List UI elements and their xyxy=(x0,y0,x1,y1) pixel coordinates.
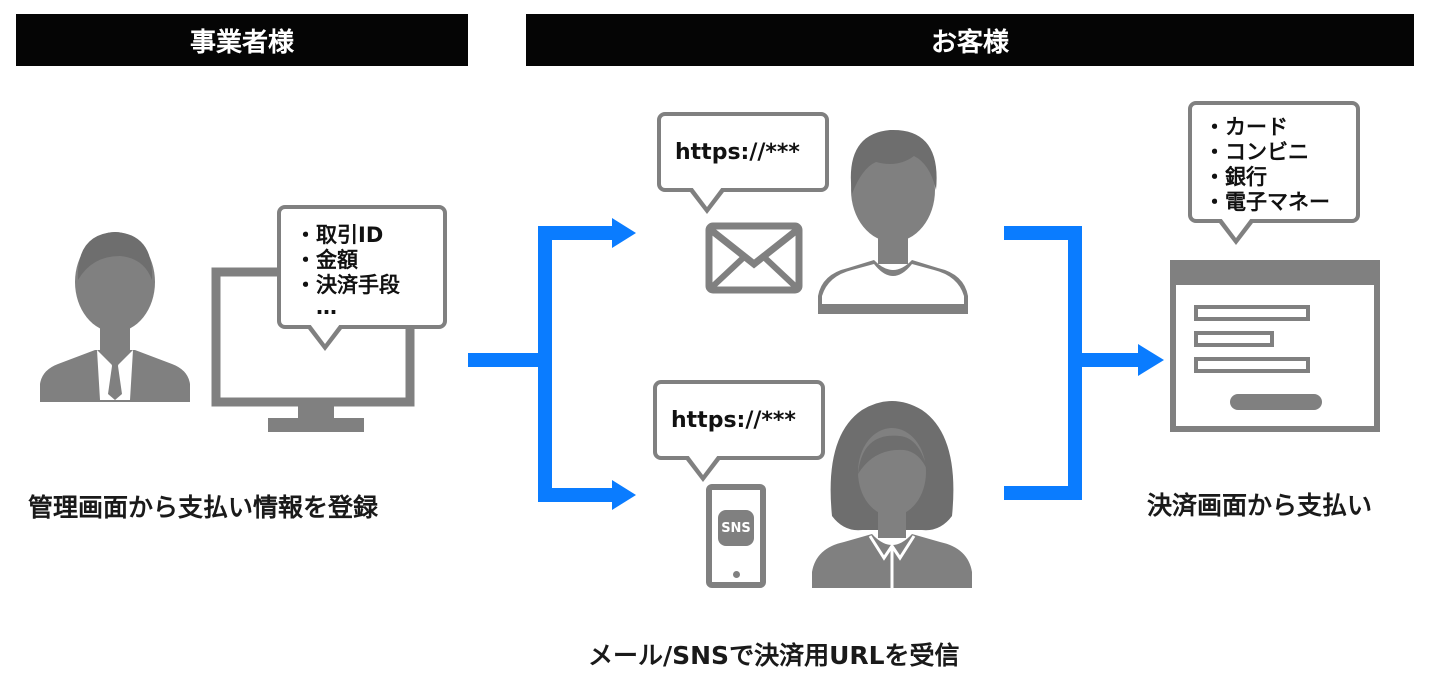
business-caption: 管理画面から支払い情報を登録 xyxy=(28,493,379,522)
payment-methods-list: ・カード ・コンビニ ・銀行 ・電子マネー xyxy=(1204,115,1356,215)
transaction-info-bubble: ・取引ID ・金額 ・決済手段 … xyxy=(277,205,447,351)
male-customer-icon xyxy=(818,129,968,314)
customer-caption: メール/SNSで決済用URLを受信 xyxy=(588,641,960,670)
list-item: ・金額 xyxy=(295,248,358,272)
customer-header: お客様 xyxy=(526,14,1414,66)
email-url-bubble: https://*** xyxy=(657,112,829,214)
sns-app-label: SNS xyxy=(721,520,751,536)
customer-header-label: お客様 xyxy=(930,27,1009,58)
list-item: … xyxy=(295,295,337,319)
sns-url-text: https://*** xyxy=(671,408,796,433)
home-button-icon xyxy=(733,571,740,578)
list-item: ・決済手段 xyxy=(295,273,400,297)
sns-url-bubble: https://*** xyxy=(653,380,825,482)
business-header: 事業者様 xyxy=(16,14,468,66)
payment-screen-icon xyxy=(1170,260,1380,432)
list-item: ・銀行 xyxy=(1204,165,1267,189)
business-header-label: 事業者様 xyxy=(189,27,294,58)
list-item: ・電子マネー xyxy=(1204,190,1330,214)
smartphone-icon: SNS xyxy=(706,484,766,588)
payment-methods-bubble: ・カード ・コンビニ ・銀行 ・電子マネー xyxy=(1188,101,1360,245)
transaction-info-list: ・取引ID ・金額 ・決済手段 … xyxy=(295,223,443,319)
businessman-icon xyxy=(40,232,190,402)
envelope-icon xyxy=(705,222,803,294)
list-item: ・コンビニ xyxy=(1204,140,1309,164)
payment-caption: 決済画面から支払い xyxy=(1147,491,1373,520)
email-url-text: https://*** xyxy=(675,140,800,165)
distribution-arrow xyxy=(468,218,636,510)
list-item: ・取引ID xyxy=(295,223,384,247)
sns-app-icon: SNS xyxy=(718,510,754,546)
merge-arrow xyxy=(1004,226,1164,500)
list-item: ・カード xyxy=(1204,115,1288,139)
female-customer-icon xyxy=(812,401,972,588)
